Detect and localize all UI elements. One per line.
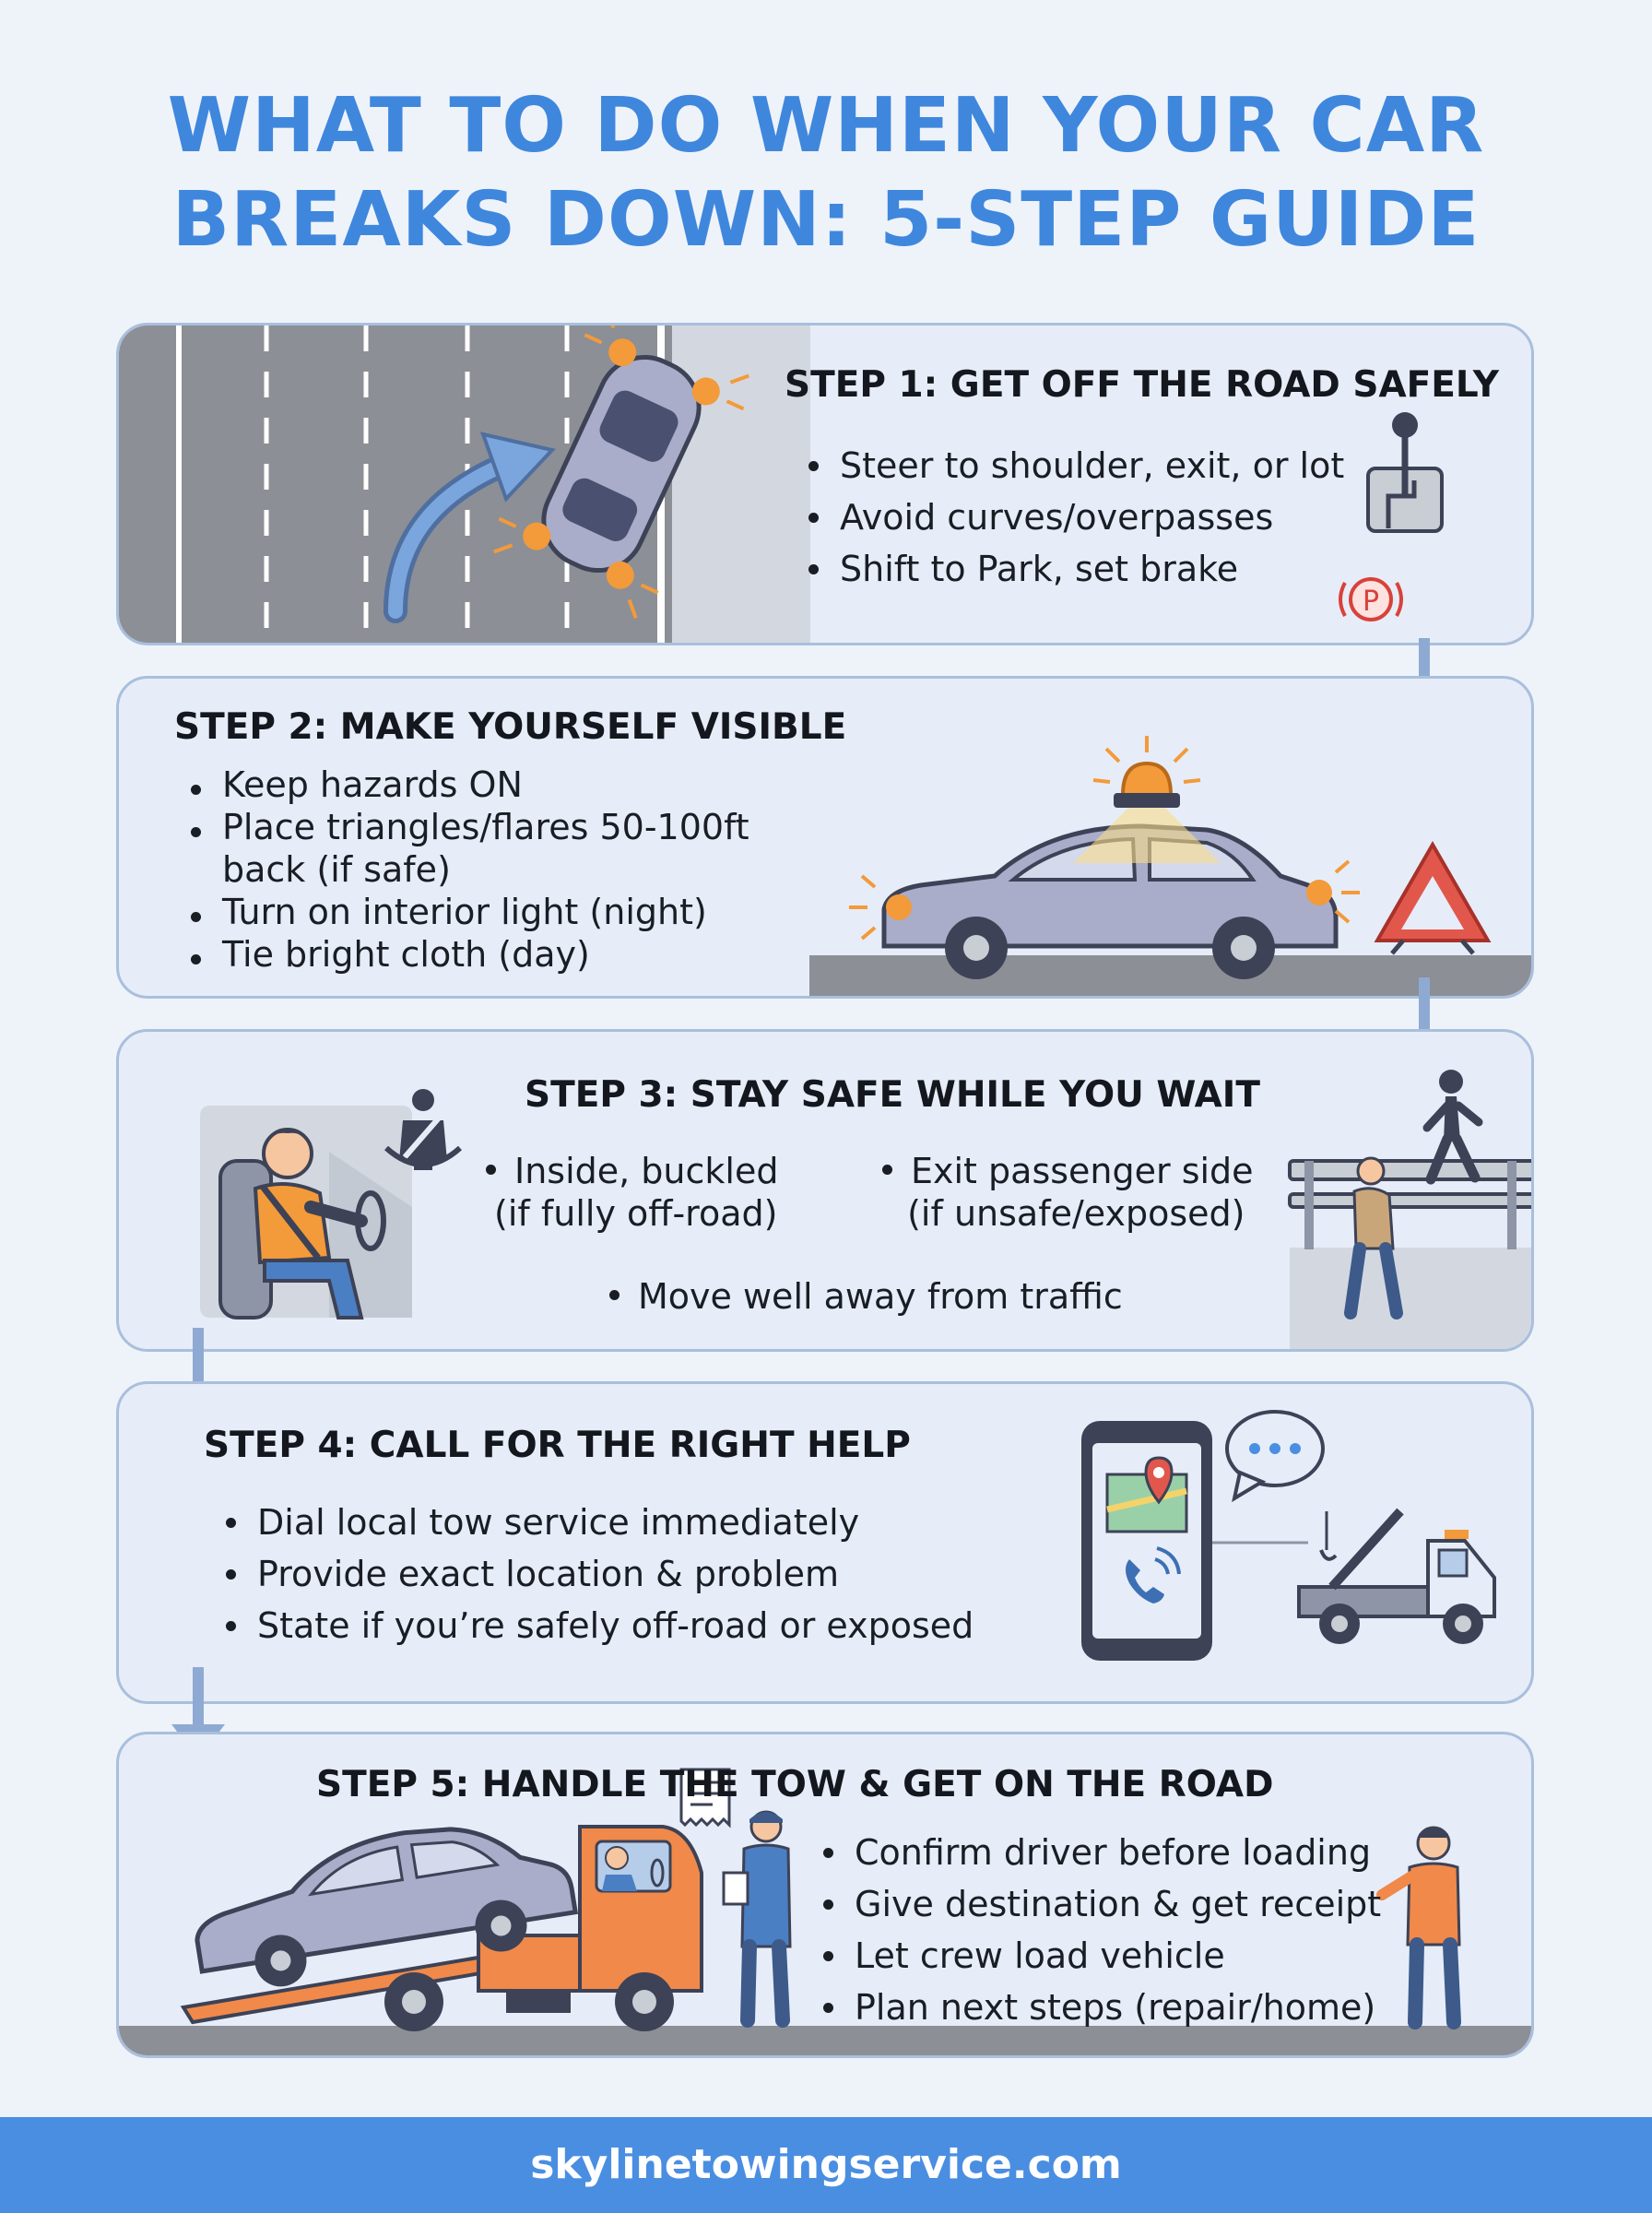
guardrail-icon (1288, 1159, 1531, 1349)
ground-strip (119, 2026, 1531, 2055)
step-2-card: STEP 2: MAKE YOURSELF VISIBLE Keep hazar… (116, 676, 1534, 999)
walking-person-icon (1344, 1156, 1403, 1320)
list-item: Place triangles/flares 50-100ft (185, 806, 749, 848)
footer-bar: skylinetowingservice.com (0, 2117, 1652, 2213)
list-item: Dial local tow service immediately (220, 1497, 974, 1548)
list-item: State if you’re safely off-road or expos… (220, 1600, 974, 1651)
list-item: Shift to Park, set brake (803, 543, 1344, 595)
list-item-continuation: (if unsafe/exposed) (907, 1193, 1245, 1234)
title-line-1: WHAT TO DO WHEN YOUR CAR (167, 82, 1485, 170)
step-2-illustration (809, 736, 1531, 996)
step-5-illustration (119, 1768, 1531, 2055)
list-item: Give destination & get receipt (818, 1878, 1381, 1930)
step-4-title: STEP 4: CALL FOR THE RIGHT HELP (204, 1425, 911, 1466)
list-item: Keep hazards ON (185, 763, 749, 806)
list-item-continuation: back (if safe) (222, 849, 451, 890)
tow-worker-icon (722, 1810, 792, 2028)
title-line-2: BREAKS DOWN: 5-STEP GUIDE (171, 176, 1481, 264)
gear-shifter-icon (1366, 412, 1444, 533)
list-item: Plan next steps (repair/home) (818, 1982, 1381, 2033)
step-1-bullets: Steer to shoulder, exit, or lot Avoid cu… (803, 440, 1344, 595)
smartphone-icon (1081, 1421, 1212, 1661)
step-5-title: STEP 5: HANDLE THE TOW & GET ON THE ROAD (316, 1764, 1274, 1805)
chat-bubble-icon (1225, 1410, 1325, 1503)
tow-truck-icon (1297, 1508, 1496, 1644)
list-item: Move well away from traffic (638, 1276, 1123, 1317)
step-3-card: STEP 3: STAY SAFE WHILE YOU WAIT Inside,… (116, 1029, 1534, 1352)
step-4-card: STEP 4: CALL FOR THE RIGHT HELP Dial loc… (116, 1381, 1534, 1704)
curved-arrow-icon (384, 432, 556, 623)
step-3-bottom-bullet: Move well away from traffic (609, 1275, 1123, 1318)
receipt-icon (679, 1768, 731, 1828)
walking-person-icon (1422, 1070, 1483, 1185)
warning-triangle-icon (1374, 840, 1492, 955)
svg-text:P: P (1363, 586, 1379, 618)
car-side-icon (849, 823, 1360, 979)
step-5-card: STEP 5: HANDLE THE TOW & GET ON THE ROAD… (116, 1732, 1534, 2058)
step-1-card: P STEP 1: GET OFF THE ROAD SAFELY Steer … (116, 323, 1534, 645)
beacon-light-icon (1073, 736, 1221, 863)
step-4-bullets: Dial local tow service immediately Provi… (220, 1497, 974, 1651)
list-item: Steer to shoulder, exit, or lot (803, 440, 1344, 491)
seatbelt-icon (384, 1089, 463, 1170)
list-item: Tie bright cloth (day) (185, 933, 749, 976)
phone-call-icon (1126, 1546, 1181, 1604)
list-item: Provide exact location & problem (220, 1548, 974, 1600)
step-1-title: STEP 1: GET OFF THE ROAD SAFELY (785, 364, 1499, 406)
step-2-bullets: Keep hazards ON Place triangles/flares 5… (185, 763, 749, 976)
step-1-illustration: P (119, 325, 1444, 643)
list-item: Avoid curves/overpasses (803, 491, 1344, 543)
footer-website-link[interactable]: skylinetowingservice.com (530, 2141, 1122, 2188)
step-3-illustration (200, 1070, 1531, 1349)
list-item-continuation: (if fully off-road) (494, 1193, 778, 1234)
list-item: Turn on interior light (night) (185, 891, 749, 933)
seated-driver-icon (200, 1106, 412, 1320)
map-pin-icon (1105, 1456, 1188, 1533)
ground-strip (809, 955, 1531, 996)
parking-brake-icon: P (1339, 577, 1403, 621)
list-item: Exit passenger side (911, 1151, 1254, 1191)
step-3-title: STEP 3: STAY SAFE WHILE YOU WAIT (525, 1074, 1260, 1116)
car-icon (195, 1827, 579, 1987)
list-item: Let crew load vehicle (818, 1930, 1381, 1982)
step-3-right-bullet: Exit passenger side (if unsafe/exposed) (882, 1150, 1254, 1235)
step-2-title: STEP 2: MAKE YOURSELF VISIBLE (174, 706, 847, 748)
car-with-hazards-icon (493, 325, 749, 620)
flatbed-truck-icon (180, 1825, 703, 2031)
step-3-left-bullet: Inside, buckled (if fully off-road) (486, 1150, 778, 1235)
customer-icon (1376, 1826, 1461, 2030)
page-title: WHAT TO DO WHEN YOUR CAR BREAKS DOWN: 5-… (0, 79, 1652, 267)
list-item: Inside, buckled (514, 1151, 779, 1191)
step-4-illustration (1081, 1410, 1496, 1661)
list-item: Confirm driver before loading (818, 1827, 1381, 1878)
step-5-bullets: Confirm driver before loading Give desti… (818, 1827, 1381, 2033)
